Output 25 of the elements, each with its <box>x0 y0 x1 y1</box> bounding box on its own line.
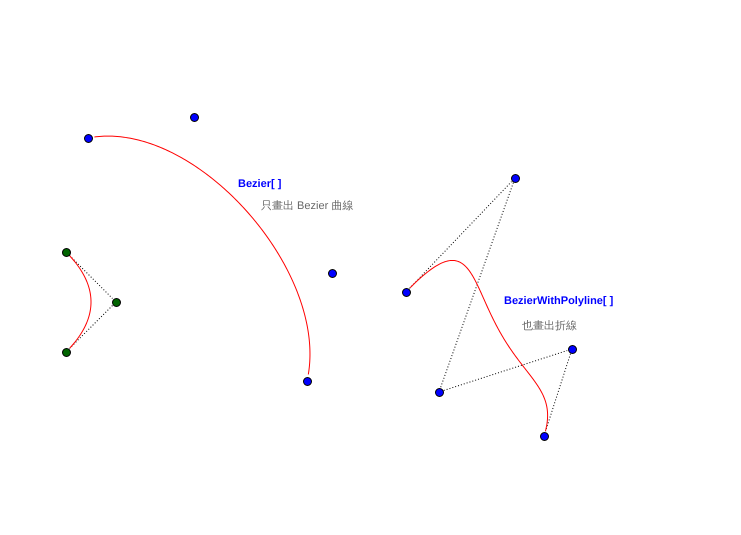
control-point <box>540 432 548 440</box>
control-point <box>62 348 70 356</box>
control-point <box>62 248 70 256</box>
command-name: BezierWithPolyline[ ] <box>504 295 614 307</box>
control-point <box>510 174 520 182</box>
control-point <box>112 298 120 306</box>
polyline-segment <box>443 350 568 391</box>
bezier-curve <box>69 256 92 348</box>
polyline-segment <box>440 182 514 388</box>
control-point <box>402 288 410 296</box>
control-point <box>84 134 92 142</box>
control-point <box>328 268 336 278</box>
command-name: Bezier[ ] <box>238 178 282 190</box>
control-point <box>302 376 312 386</box>
bezier-curve <box>410 260 548 432</box>
polyline-segment <box>408 181 512 289</box>
control-point <box>568 344 576 354</box>
description-text: 只畫出 Bezier 曲線 <box>261 199 354 213</box>
description-text: 也畫出折線 <box>522 319 577 333</box>
bezier-curve <box>94 136 310 375</box>
polyline-segment <box>69 255 113 299</box>
polyline-segment <box>545 353 571 432</box>
control-point <box>190 112 198 122</box>
control-point <box>434 388 444 396</box>
polyline-segment <box>69 305 113 349</box>
